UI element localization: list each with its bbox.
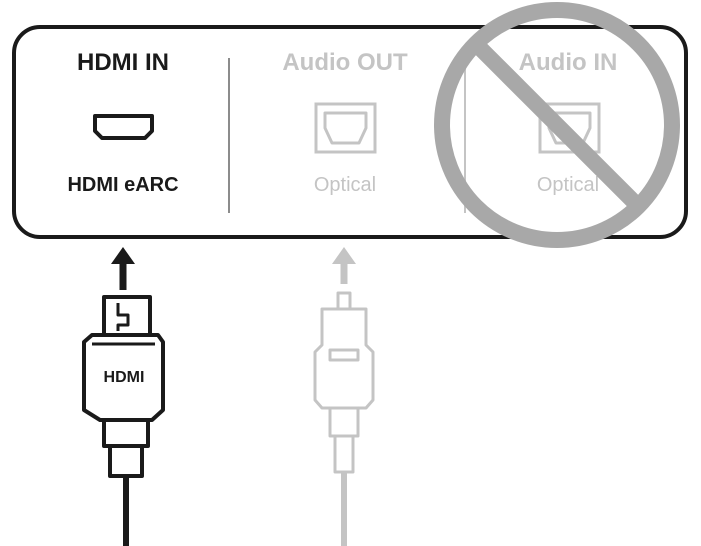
hdmi-in-title: HDMI IN (77, 49, 169, 76)
hdmi-cable-label: HDMI (104, 369, 145, 386)
hdmi-in-sublabel: HDMI eARC (67, 174, 178, 196)
audio-out-sublabel: Optical (314, 174, 376, 196)
optical-arrow-icon (332, 247, 356, 284)
hdmi-cable (82, 295, 165, 478)
audio-out-title: Audio OUT (282, 49, 408, 76)
optical-cable (313, 291, 375, 474)
optical-port-icon-out (314, 102, 377, 154)
prohibited-icon (434, 2, 680, 248)
hdmi-port-icon (93, 114, 154, 140)
hdmi-arrow-icon (111, 247, 135, 290)
audio-in-sublabel: Optical (537, 174, 599, 196)
audio-in-title: Audio IN (519, 49, 618, 76)
